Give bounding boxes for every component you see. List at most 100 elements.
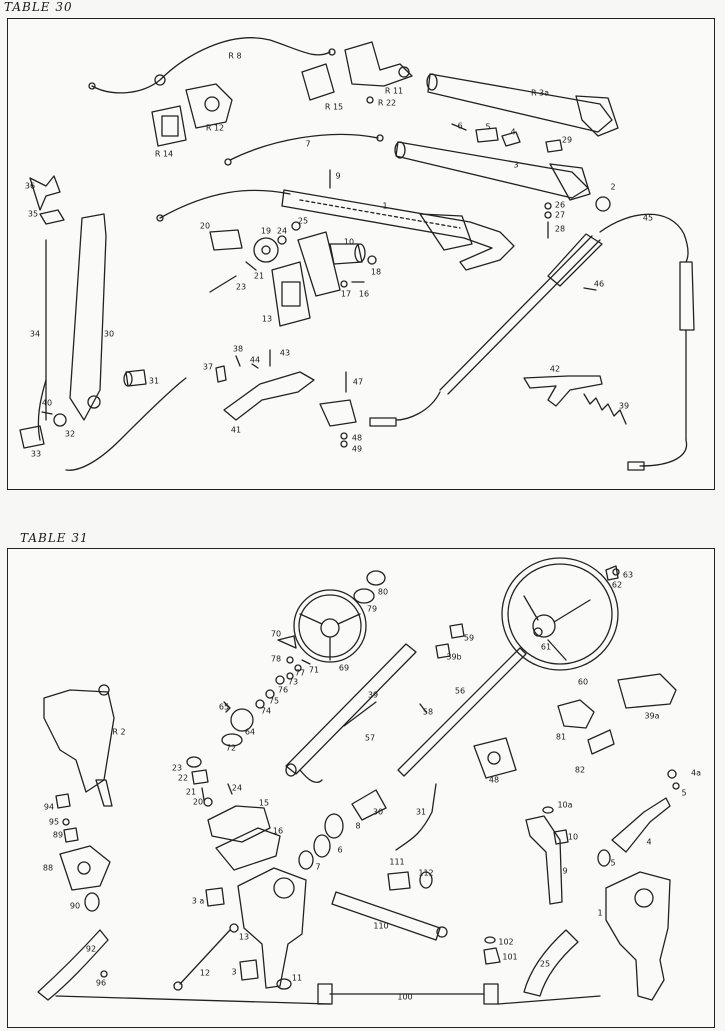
- callout-t31-10a: 10a: [557, 800, 573, 810]
- part-7-seal-drawing: [298, 850, 314, 870]
- handbrake-lever-1-drawing: [281, 189, 515, 271]
- callout-r11: R 11: [384, 86, 404, 96]
- cable-1-drawing: [159, 189, 291, 219]
- callout-t31-111: 111: [389, 857, 405, 867]
- callout-r14: R 14: [154, 149, 174, 159]
- column-tube-39-drawing: [285, 643, 417, 775]
- callout-t31-4: 4: [646, 837, 652, 847]
- part-88-bracket-hole-drawing: [77, 861, 91, 875]
- callout-24: 24: [276, 226, 288, 236]
- part-72-ring-drawing: [221, 733, 243, 747]
- part-23-cap-drawing: [186, 756, 202, 768]
- callout-25: 25: [297, 216, 309, 226]
- part-30-coupling-drawing: [351, 789, 387, 821]
- part-94-cap-drawing: [55, 793, 71, 809]
- part-16-gasket-drawing: [215, 827, 281, 871]
- part-25-idler-arm-drawing: [523, 929, 579, 997]
- callout-t31-4a: 4a: [691, 768, 701, 778]
- callout-27: 27: [554, 210, 566, 220]
- callout-1: 1: [382, 201, 388, 211]
- callout-t31-23: 23: [171, 763, 183, 773]
- callout-16: 16: [358, 289, 370, 299]
- r14-plate-slot-drawing: [161, 115, 179, 137]
- callout-t31-58: 58: [422, 707, 434, 717]
- steering-shaft-56-drawing: [397, 647, 527, 777]
- callout-t31-3a: 3 a: [191, 896, 205, 906]
- callout-t31-72: 72: [225, 743, 237, 753]
- part-46-drawing: [583, 287, 597, 291]
- part-76-washer-drawing: [275, 675, 285, 685]
- part-44-pin-drawing: [251, 363, 259, 369]
- callout-t31-101: 101: [502, 952, 518, 962]
- column-tube-39-wires-drawing: [299, 769, 323, 784]
- part-19-gear-hub-drawing: [261, 245, 271, 255]
- part-57-wire-drawing: [343, 701, 377, 727]
- r12-bracket-hole-drawing: [204, 96, 220, 112]
- part-48-cover-drawing: [473, 737, 517, 779]
- callout-t31-65: 65: [218, 702, 230, 712]
- callout-t31-11: 11: [291, 973, 303, 983]
- part-39b-sleeve-drawing: [435, 643, 451, 659]
- part-35-clip-drawing: [39, 209, 65, 225]
- steering-box-housing-bore-drawing: [273, 877, 295, 899]
- r8-clamp-drawing: [154, 74, 166, 86]
- part-41-cable-drawing: [65, 377, 187, 471]
- part-101-boot-drawing: [483, 947, 501, 965]
- callout-t31-1: 1: [597, 908, 603, 918]
- callout-t31-9: 9: [562, 866, 568, 876]
- callout-t31-62: 62: [611, 580, 623, 590]
- callout-47: 47: [352, 377, 364, 387]
- part-4-worm-drawing: [611, 797, 671, 853]
- callout-t31-71: 71: [308, 665, 320, 675]
- callout-t31-39: 39: [367, 690, 379, 700]
- part-58-pin-drawing: [419, 703, 427, 713]
- tie-rod-100-bottom-drawing: [55, 995, 331, 1005]
- part-21-spring-drawing: [201, 787, 205, 801]
- part-10a-seal-drawing: [542, 806, 554, 814]
- part-79-ring-drawing: [353, 588, 375, 604]
- part-20-bracket-drawing: [209, 229, 243, 251]
- part-102-seal-drawing: [484, 936, 496, 944]
- part-18-nut-drawing: [367, 255, 377, 265]
- callout-t31-69: 69: [338, 663, 350, 673]
- steering-box-r2-shaft-drawing: [98, 684, 110, 696]
- steering-wheel-60-drawing: [501, 557, 619, 671]
- part-48-bracket-drawing: [319, 399, 357, 427]
- callout-34: 34: [29, 329, 41, 339]
- callout-t31-76: 76: [277, 685, 289, 695]
- tie-rod-100-right-end-drawing: [483, 983, 499, 1005]
- part-65-spring-drawing: [223, 701, 231, 713]
- callout-49: 49: [351, 444, 363, 454]
- part-74-washer-drawing: [255, 699, 265, 709]
- cable-7-drawing: [229, 133, 379, 161]
- cable-45-drawing: [599, 213, 689, 263]
- callout-t31-56: 56: [454, 686, 466, 696]
- r8-cable-drawing: [91, 37, 331, 94]
- callout-t31-80: 80: [377, 587, 389, 597]
- callout-t31-63: 63: [622, 570, 634, 580]
- part-10-shaft-end-drawing: [354, 243, 366, 263]
- part-3-bushing-drawing: [239, 959, 259, 981]
- part-26-washer-drawing: [544, 202, 552, 210]
- r14-plate-drawing: [151, 105, 187, 147]
- callout-5: 5: [485, 122, 491, 132]
- part-20-nut-drawing: [203, 797, 213, 807]
- callout-t31-10: 10: [567, 832, 579, 842]
- callout-t31-59: 59: [463, 633, 475, 643]
- column-tube-39-end-drawing: [285, 763, 297, 777]
- callout-t31-64: 64: [244, 727, 256, 737]
- part-40-pin-drawing: [41, 411, 53, 415]
- callout-t31-3: 3: [231, 967, 237, 977]
- callout-t31-22: 22: [177, 773, 189, 783]
- part-33-knob-drawing: [19, 425, 45, 449]
- handle-3-drawing: [395, 141, 589, 199]
- part-10-bracket-drawing: [297, 231, 341, 297]
- cable-7-tip-drawing: [376, 134, 384, 142]
- part-6-pin-drawing: [451, 123, 467, 131]
- callout-t31-39a: 39a: [644, 711, 660, 721]
- part-24-pin-drawing: [227, 783, 233, 795]
- callout-13: 13: [261, 314, 273, 324]
- callout-39: 39: [618, 401, 630, 411]
- callout-10: 10: [343, 237, 355, 247]
- handbrake-lever-1-slots-drawing: [299, 199, 461, 229]
